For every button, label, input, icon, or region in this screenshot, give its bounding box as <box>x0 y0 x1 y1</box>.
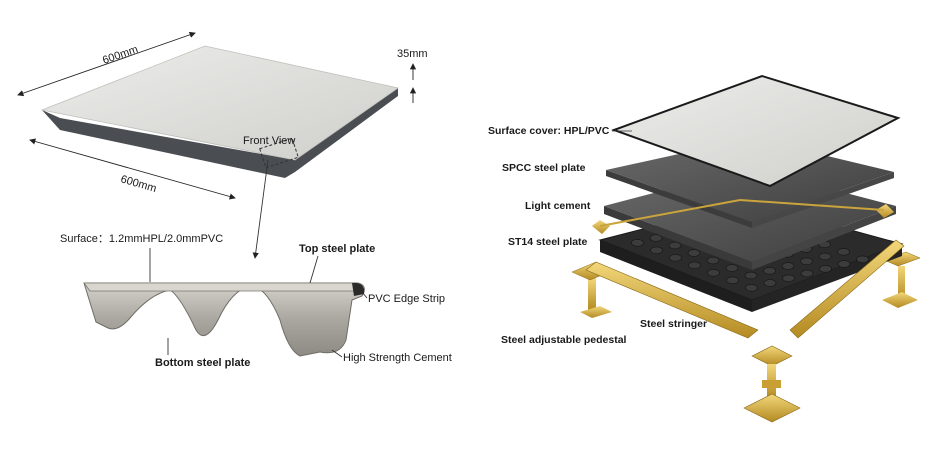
dimple <box>782 274 795 282</box>
dim-label-top: 600mm <box>101 44 140 67</box>
tile-top-surface <box>40 45 399 161</box>
spcc-steel-plate-label: SPCC steel plate <box>502 162 586 174</box>
steel-adjustable-pedestal-label: Steel adjustable pedestal <box>501 334 627 346</box>
dimple <box>668 241 682 250</box>
dimple <box>763 267 776 275</box>
pvc-edge-strip-leader <box>361 291 368 299</box>
dimple <box>649 234 663 242</box>
dim-arrow-left <box>29 138 236 200</box>
pvc-edge-strip-label: PVC Edge Strip <box>368 293 445 305</box>
steel-stringer-right <box>789 239 905 339</box>
right-exploded-view <box>571 74 921 423</box>
cross-section-view <box>83 282 365 357</box>
light-cement-label: Light cement <box>525 200 591 212</box>
dimple <box>706 256 720 265</box>
dimple <box>650 246 663 255</box>
tile-edge <box>42 88 398 178</box>
pedestal-front <box>743 345 801 423</box>
dimple <box>781 262 795 270</box>
high-strength-cement-label: High Strength Cement <box>343 352 452 364</box>
light-cement-layer-side <box>604 206 752 270</box>
st14-steel-plate-side <box>600 240 752 312</box>
steel-stringer-back-right <box>876 204 894 218</box>
dimple <box>725 264 739 272</box>
steel-stringer-left <box>585 261 759 339</box>
surface-cover-label: Surface cover: HPL/PVC <box>488 125 610 137</box>
dimple <box>744 271 758 280</box>
dim-label-thickness: 35mm <box>397 48 428 60</box>
dimple <box>818 252 832 261</box>
bottom-steel-plate-label: Bottom steel plate <box>155 357 250 369</box>
dimple <box>837 248 850 256</box>
dimple <box>669 254 682 262</box>
dimple <box>688 261 701 269</box>
dimple <box>856 255 869 263</box>
dimple <box>687 249 701 257</box>
dim-arrow-top <box>17 31 196 97</box>
pvc-edge <box>352 282 365 296</box>
front-view-leader <box>252 159 269 259</box>
dimple <box>819 265 832 273</box>
dimple <box>707 269 720 277</box>
dimple <box>800 269 814 278</box>
dimple <box>763 279 777 287</box>
dimple <box>745 284 758 292</box>
front-view-marker <box>259 137 299 169</box>
dimple <box>800 257 813 265</box>
st14-steel-plate-label: ST14 steel plate <box>508 236 588 248</box>
front-view-label: Front View <box>243 135 295 147</box>
dim-label-left: 600mm <box>119 173 158 195</box>
surface-spec-label: Surface：1.2mmHPL/2.0mmPVC <box>60 233 223 245</box>
cross-section-top-plate <box>83 282 365 292</box>
dimple <box>837 260 851 268</box>
cross-section-body <box>83 282 365 357</box>
top-steel-plate-label: Top steel plate <box>299 243 375 255</box>
top-steel-plate-leader <box>309 255 319 284</box>
dimple <box>631 239 644 247</box>
dimple <box>726 276 739 284</box>
surface-cover-hpl <box>611 74 901 188</box>
high-strength-cement-leader <box>331 349 343 358</box>
steel-stringer-back-left <box>592 220 610 234</box>
steel-stringer-label: Steel stringer <box>640 318 707 330</box>
